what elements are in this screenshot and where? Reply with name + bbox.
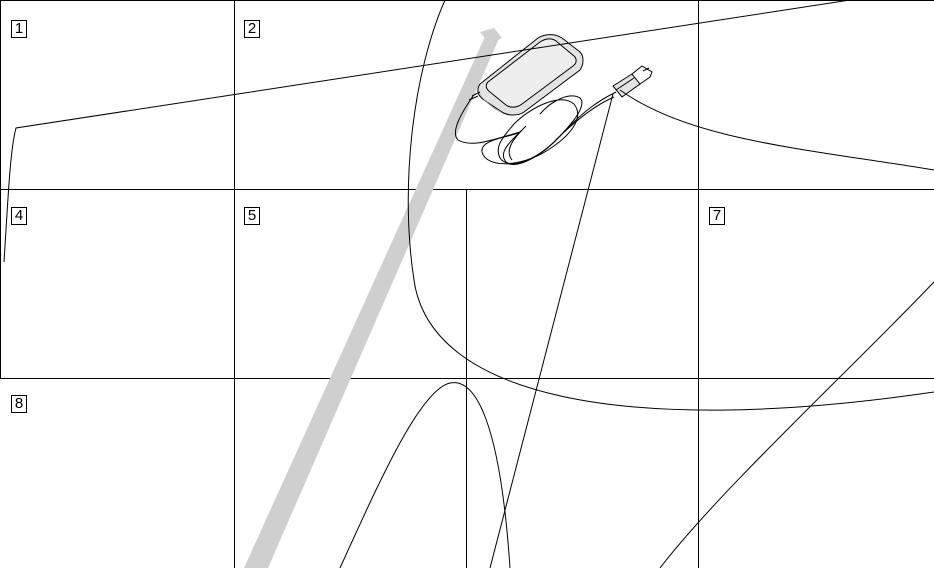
grey-band	[244, 30, 500, 568]
dc-plug	[613, 66, 652, 97]
cell-number-2: 2	[244, 20, 260, 38]
cell-number-4: 4	[11, 207, 27, 225]
cell-number-1: 1	[11, 20, 27, 38]
cell-number-7: 7	[709, 207, 725, 225]
cell-number-5: 5	[244, 207, 260, 225]
cell-number-8: 8	[11, 395, 27, 413]
